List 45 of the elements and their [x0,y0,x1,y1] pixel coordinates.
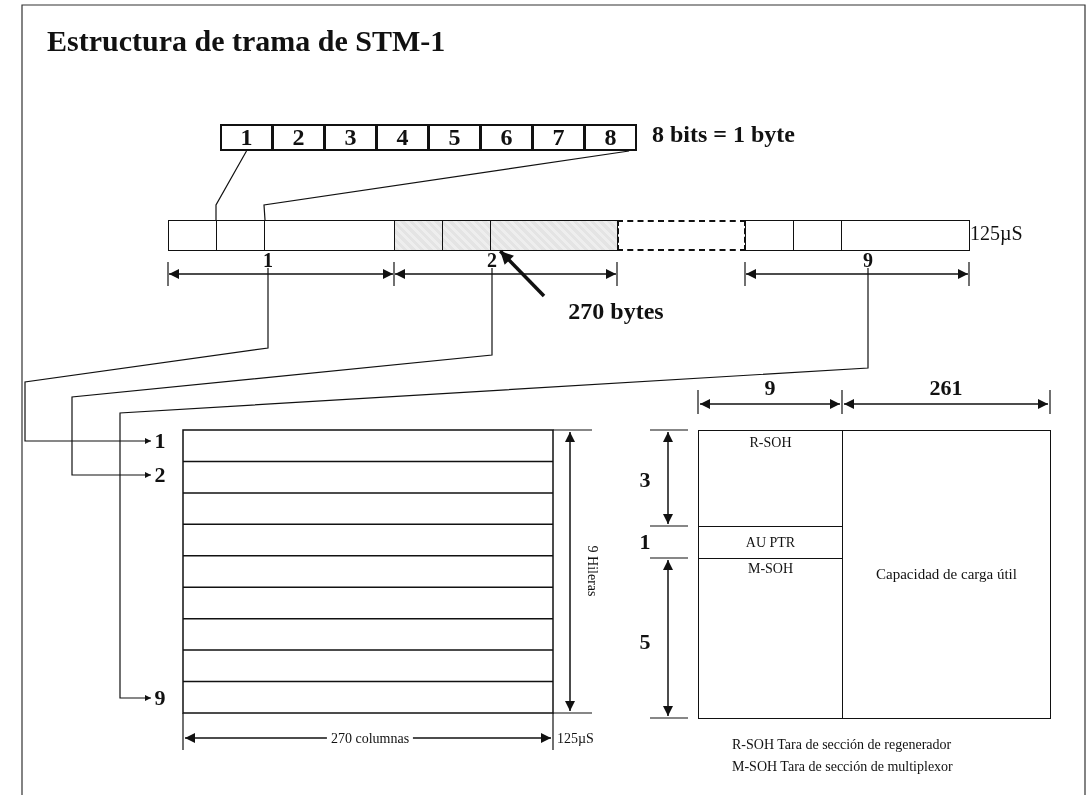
bit-cell: 3 [324,124,377,151]
row-number: 2 [151,463,169,487]
note-text: R-SOH Tara de sección de regenerador [732,737,952,753]
dimension-label: 9 Hileras [584,545,600,597]
dimension-number: 5 [639,629,651,655]
callout-text: 270 bytes [526,296,706,326]
payload-section: Capacidad de carga útil [842,430,1051,719]
dimension-number: 1 [639,529,651,555]
segment-number: 9 [858,252,878,268]
caption-text: 8 bits = 1 byte [652,121,795,148]
bit-cell: 4 [376,124,429,151]
bit-cell: 1 [220,124,273,151]
leader-line [263,150,630,221]
row-arrow [24,267,269,444]
byte-cell [490,220,618,251]
bit-cell: 6 [480,124,533,151]
row-number: 1 [151,429,169,453]
segment-number: 1 [258,252,278,268]
dimension-number: 9 [764,375,776,401]
dimension-number: 3 [639,467,651,493]
dimension-number: 261 [929,375,963,401]
leader-line [215,150,248,221]
bit-cell: 7 [532,124,585,151]
arrow [499,249,546,298]
byte-cell [841,220,970,251]
byte-cell [442,220,491,251]
byte-cell [745,220,794,251]
byte-cell [617,220,746,251]
row-number: 9 [151,686,169,710]
title: Estructura de trama de STM-1 [47,24,446,58]
row-arrow [71,267,493,478]
time-label: 125µS [557,731,594,747]
time-label: 125µS [970,222,1023,244]
byte-cell [394,220,443,251]
row-arrow [119,267,869,701]
byte-cell [168,220,217,251]
note-text: M-SOH Tara de sección de multiplexor [732,759,953,775]
overhead-section: M-SOH [698,558,843,719]
byte-cell [216,220,265,251]
byte-cell [793,220,842,251]
bit-cell: 8 [584,124,637,151]
segment-number: 2 [482,252,502,268]
bit-cell: 2 [272,124,325,151]
overhead-section: R-SOH [698,430,843,527]
bit-cell: 5 [428,124,481,151]
